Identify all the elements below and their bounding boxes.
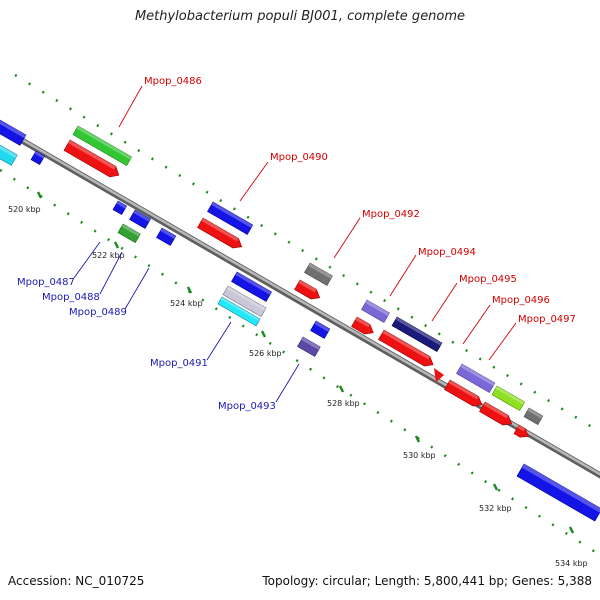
gene-mpop-0494-purple [361, 299, 390, 323]
gene-label-forward: Mpop_0497 [518, 314, 576, 325]
gene-mpop-0491-white [222, 285, 267, 318]
gene-label-reverse: Mpop_0491 [150, 358, 208, 369]
label-leaders [73, 85, 517, 403]
tick-label: 526 kbp [249, 349, 282, 358]
leader-line [462, 304, 491, 345]
gene-grey-a [304, 262, 333, 286]
gene-mpop-0487 [112, 200, 128, 216]
leader-line [488, 322, 517, 361]
tick-label: 522 kbp [92, 251, 125, 260]
tick-mark [36, 191, 43, 199]
gene-mpop-0490-blue [207, 201, 254, 235]
gene-label-forward: Mpop_0486 [144, 76, 202, 87]
gene-blue-edge [0, 119, 27, 146]
gene-label-forward: Mpop_0494 [418, 247, 476, 258]
gene-mpop-0497 [479, 401, 513, 426]
tick-label: 520 kbp [8, 205, 41, 214]
gene-mpop-0496-purple [456, 363, 496, 393]
leader-line [73, 241, 101, 279]
gene-mpop-0491 [217, 296, 261, 327]
gene-cyan-edge [0, 144, 18, 166]
leader-line [333, 217, 361, 259]
tick-label: 534 kbp [555, 559, 588, 568]
tick-label: 528 kbp [327, 399, 360, 408]
leader-line [124, 267, 150, 310]
gene-blue-long [516, 463, 600, 522]
gene-mpop-0490 [197, 217, 243, 249]
gene-mpop-0494 [351, 316, 374, 335]
gene-label-reverse: Mpop_0489 [69, 307, 127, 318]
gene-red-marker [434, 368, 444, 382]
tick-mark [338, 385, 345, 393]
genome-summary-text: Topology: circular; Length: 5,800,441 bp… [262, 574, 592, 588]
gene-label-reverse: Mpop_0488 [42, 292, 100, 303]
tick-label: 524 kbp [170, 299, 203, 308]
leader-line [431, 282, 458, 322]
gene-label-forward: Mpop_0495 [459, 274, 517, 285]
tick-label: 532 kbp [479, 504, 512, 513]
tick-mark [568, 526, 575, 534]
gene-mpop-0492 [294, 279, 321, 300]
gene-label-reverse: Mpop_0487 [17, 277, 75, 288]
tick-mark [260, 330, 267, 338]
gene-label-forward: Mpop_0492 [362, 209, 420, 220]
tick-ring-inner [0, 168, 600, 557]
gene-lime [491, 385, 526, 412]
gene-label-forward: Mpop_0496 [492, 295, 550, 306]
leader-line [275, 363, 300, 403]
map-title: Methylobacterium populi BJ001, complete … [134, 9, 466, 24]
tick-mark [113, 241, 120, 249]
gene-mpop-0488 [117, 223, 141, 244]
gene-mpop-0495 [378, 329, 434, 367]
gene-blue-tiny [30, 150, 46, 166]
tick-mark [414, 435, 421, 443]
gene-labels: Mpop_0486Mpop_0490Mpop_0492Mpop_0494Mpop… [17, 76, 576, 412]
gene-mpop-0486 [63, 139, 120, 178]
gene-label-forward: Mpop_0490 [270, 152, 328, 163]
gene-mpop-0488-blue [129, 209, 151, 229]
leader-line [239, 161, 269, 202]
tick-mark [492, 483, 499, 491]
gene-mpop-0486-green [72, 125, 133, 167]
gene-grey-b [523, 407, 544, 426]
gene-mpop-0496 [444, 379, 483, 407]
leader-line [99, 251, 123, 295]
gene-features [0, 119, 600, 522]
gene-label-reverse: Mpop_0493 [218, 401, 276, 412]
gene-blue-b [310, 320, 331, 339]
tick-label: 530 kbp [403, 451, 436, 460]
gene-mpop-0491-blue [231, 271, 273, 302]
gene-mpop-0495-navy [391, 316, 443, 353]
tick-mark [186, 286, 193, 294]
tick-marks: 520 kbp 522 kbp 524 kbp 526 kbp 528 kbp 530 k… [8, 191, 588, 568]
gene-mpop-0489 [156, 227, 177, 246]
leader-line [206, 321, 232, 361]
gene-mpop-0493 [297, 336, 321, 357]
accession-text: Accession: NC_010725 [8, 574, 145, 588]
leader-line [389, 254, 417, 297]
leader-line [118, 85, 143, 128]
gene-red-small [513, 424, 530, 438]
